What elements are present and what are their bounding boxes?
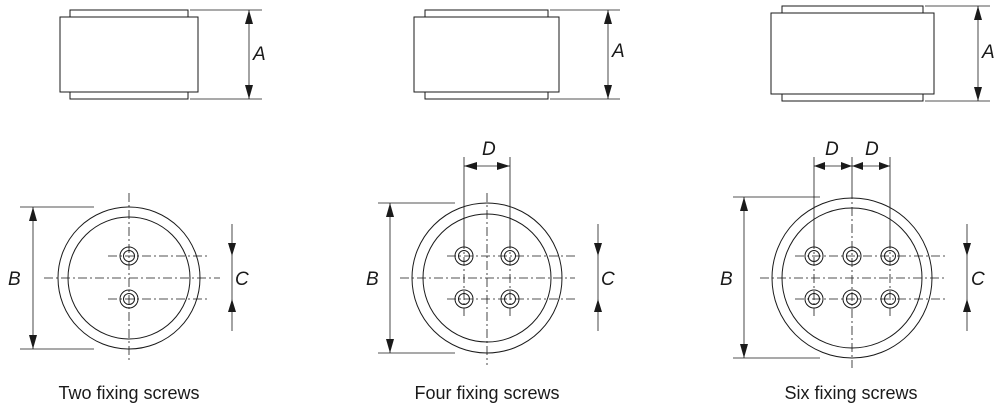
- side-view-body: [59, 16, 199, 93]
- arrowhead: [386, 203, 394, 217]
- side-view: A: [59, 9, 266, 100]
- arrowhead: [974, 6, 982, 20]
- screw-hole: [119, 289, 139, 309]
- arrowhead: [386, 339, 394, 353]
- caption-six-screws: Six fixing screws: [784, 383, 917, 403]
- arrowhead: [497, 162, 510, 170]
- side-view-top-flange: [424, 9, 549, 18]
- arrowhead: [594, 299, 602, 312]
- arrowhead: [245, 10, 253, 24]
- dimension-label-d: D: [865, 139, 879, 160]
- screw-hole: [454, 289, 474, 309]
- arrowhead: [604, 10, 612, 24]
- side-view-body: [413, 16, 560, 93]
- side-view-bottom-flange: [781, 93, 924, 102]
- arrowhead: [974, 87, 982, 101]
- arrowhead: [879, 162, 890, 170]
- arrowhead: [852, 162, 863, 170]
- side-view-bottom-flange: [69, 91, 189, 100]
- arrowhead: [594, 243, 602, 256]
- arrowhead: [740, 344, 748, 358]
- arrowhead: [814, 162, 825, 170]
- variant-six-screws: A D D: [720, 5, 995, 403]
- variant-two-screws: A B C Two fixing screws: [8, 9, 266, 403]
- side-view-top-flange: [69, 9, 189, 18]
- caption-four-screws: Four fixing screws: [414, 383, 559, 403]
- arrowhead: [604, 85, 612, 99]
- dimension-label-b: B: [8, 269, 21, 290]
- arrowhead: [464, 162, 477, 170]
- dimension-label-d: D: [482, 139, 496, 160]
- dimension-label-b: B: [720, 269, 733, 290]
- arrowhead: [228, 299, 236, 312]
- screw-hole: [842, 246, 862, 266]
- arrowhead: [245, 85, 253, 99]
- arrowhead: [841, 162, 852, 170]
- top-view: D D B C: [720, 139, 985, 368]
- side-view: A: [413, 9, 625, 100]
- dimension-label-c: C: [235, 269, 249, 290]
- screw-hole: [880, 289, 900, 309]
- screw-hole: [804, 289, 824, 309]
- side-view-body: [770, 12, 935, 95]
- arrowhead: [228, 243, 236, 256]
- arrowhead: [29, 207, 37, 221]
- dimension-label-a: A: [981, 42, 995, 63]
- side-view-bottom-flange: [424, 91, 549, 100]
- arrowhead: [963, 299, 971, 312]
- side-view: A: [770, 5, 995, 102]
- caption-two-screws: Two fixing screws: [58, 383, 199, 403]
- dimension-label-d: D: [825, 139, 839, 160]
- screw-hole: [119, 246, 139, 266]
- arrowhead: [29, 335, 37, 349]
- dimension-label-a: A: [252, 44, 266, 65]
- screw-hole: [500, 289, 520, 309]
- dimension-label-c: C: [601, 269, 615, 290]
- top-view: D B C: [366, 139, 615, 365]
- dimension-label-a: A: [611, 41, 625, 62]
- arrowhead: [740, 197, 748, 211]
- dimension-label-b: B: [366, 269, 379, 290]
- screw-hole: [842, 289, 862, 309]
- side-view-top-flange: [781, 5, 924, 14]
- arrowhead: [963, 243, 971, 256]
- top-view: B C: [8, 193, 249, 360]
- dimension-label-c: C: [971, 269, 985, 290]
- variant-four-screws: A D B: [366, 9, 625, 403]
